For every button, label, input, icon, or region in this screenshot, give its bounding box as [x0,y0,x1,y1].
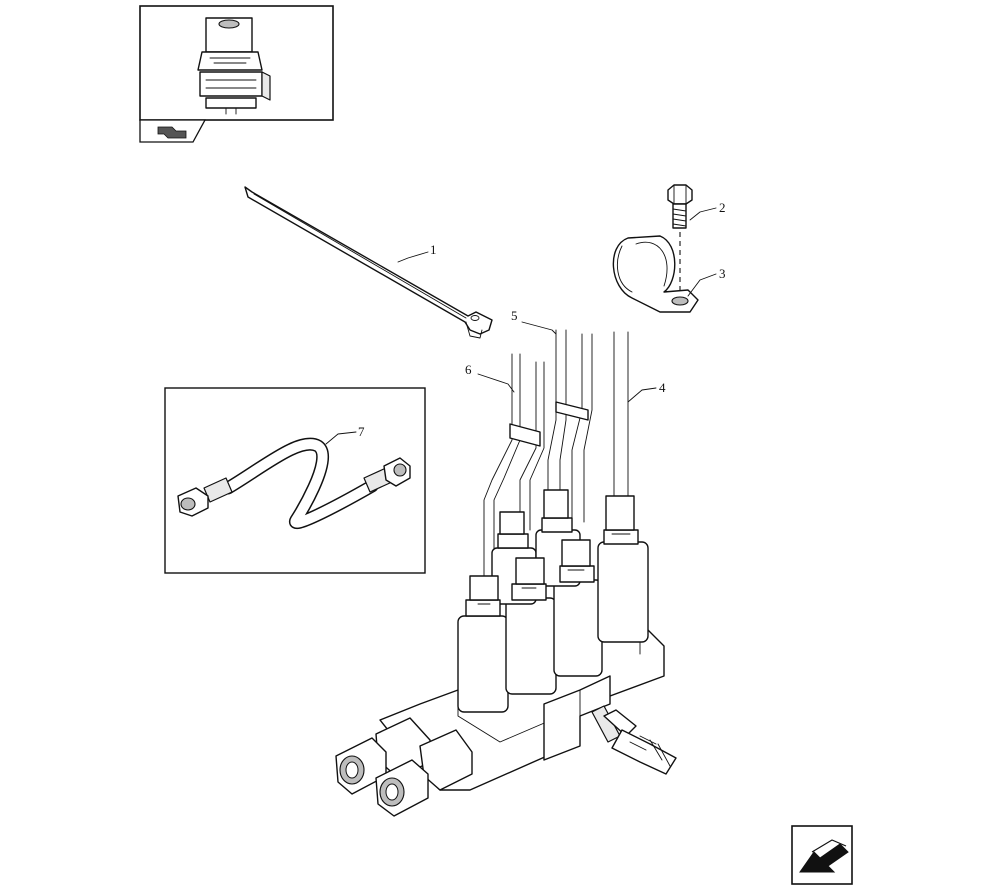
callout-1: 1 [430,242,437,257]
callout-7: 7 [358,424,365,439]
distribution-manifold [335,489,677,817]
callout-5: 5 [511,308,518,323]
part-1-cable-tie [244,186,493,339]
leader-lines [325,207,717,445]
part-7-inset-hose [164,387,426,574]
callout-2: 2 [719,200,726,215]
callout-3: 3 [719,266,726,281]
part-2-bolt [667,184,693,292]
callout-6: 6 [465,362,472,377]
part-3-clamp [612,235,699,313]
assembly-thumbnail-icon[interactable] [139,5,334,121]
next-page-arrow-icon[interactable] [791,825,853,885]
navigation-arrow-icon[interactable] [139,119,207,143]
callout-4: 4 [659,380,666,395]
hydraulic-tubes [483,329,629,577]
